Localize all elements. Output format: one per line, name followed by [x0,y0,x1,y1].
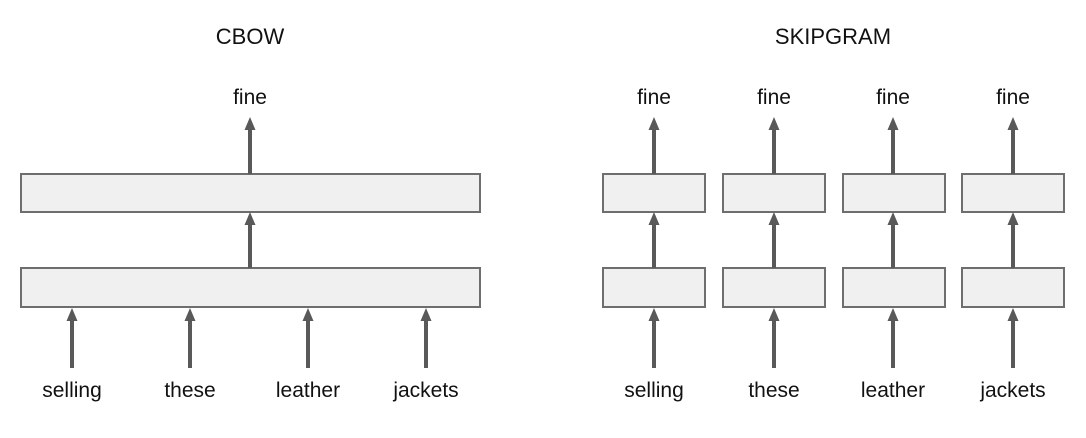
arrow-input-these [768,308,780,368]
arrow-input-leather-head [887,308,899,321]
panel-title-cbow: CBOW [216,24,285,49]
arrow-input-these-head [184,308,196,321]
arrow-hidden-4 [1007,212,1019,268]
arrow-output-1 [648,117,660,174]
output-label-skipgram-4: fine [996,86,1030,109]
output-label-skipgram-3: fine [876,86,910,109]
arrow-hidden-head [244,212,256,225]
arrow-output-2 [768,117,780,174]
arrow-output-1-head [648,117,660,130]
output-label-cbow-1: fine [233,86,267,109]
arrow-hidden-2-head [768,212,780,225]
arrow-input-selling [648,308,660,368]
input-label-cbow-4: jackets [392,379,458,402]
arrow-hidden-1 [648,212,660,268]
output-layer [20,173,481,213]
projection-layer-4 [961,267,1065,308]
arrow-output-head [244,117,256,130]
panel-cbow: CBOW fine selling these leather jackets [20,24,481,402]
arrow-input-jackets-head [420,308,432,321]
arrow-output-3-head [887,117,899,130]
output-layer-4 [961,173,1065,213]
arrow-output [244,117,256,174]
arrow-input-leather [887,308,899,368]
input-label-cbow-3: leather [276,379,340,402]
input-label-skipgram-1: selling [624,379,684,402]
arrow-input-these-head [768,308,780,321]
arrow-input-leather [302,308,314,368]
input-label-cbow-2: these [164,379,215,402]
arrow-hidden-3 [887,212,899,268]
arrow-input-selling-head [648,308,660,321]
arrow-output-4-head [1007,117,1019,130]
output-label-skipgram-2: fine [757,86,791,109]
projection-layer-1 [602,267,706,308]
panel-title-skipgram: SKIPGRAM [775,24,891,49]
arrow-input-jackets [420,308,432,368]
arrow-output-3 [887,117,899,174]
output-label-skipgram-1: fine [637,86,671,109]
projection-layer-3 [842,267,946,308]
arrow-input-these [184,308,196,368]
arrow-hidden-2 [768,212,780,268]
input-label-skipgram-3: leather [861,379,925,402]
arrow-input-selling-head [66,308,78,321]
output-layer-1 [602,173,706,213]
arrow-hidden-4-head [1007,212,1019,225]
arrow-hidden-3-head [887,212,899,225]
arrow-input-leather-head [302,308,314,321]
arrow-output-4 [1007,117,1019,174]
input-label-skipgram-2: these [748,379,799,402]
input-label-cbow-1: selling [42,379,102,402]
arrow-input-jackets [1007,308,1019,368]
arrow-hidden [244,212,256,268]
panel-skipgram: SKIPGRAM fine fine fine fine selling these leat… [602,24,1065,402]
projection-layer [20,267,481,308]
arrow-hidden-1-head [648,212,660,225]
projection-layer-2 [722,267,826,308]
input-label-skipgram-4: jackets [979,379,1045,402]
arrow-output-2-head [768,117,780,130]
arrow-input-jackets-head [1007,308,1019,321]
output-layer-3 [842,173,946,213]
output-layer-2 [722,173,826,213]
arrow-input-selling [66,308,78,368]
